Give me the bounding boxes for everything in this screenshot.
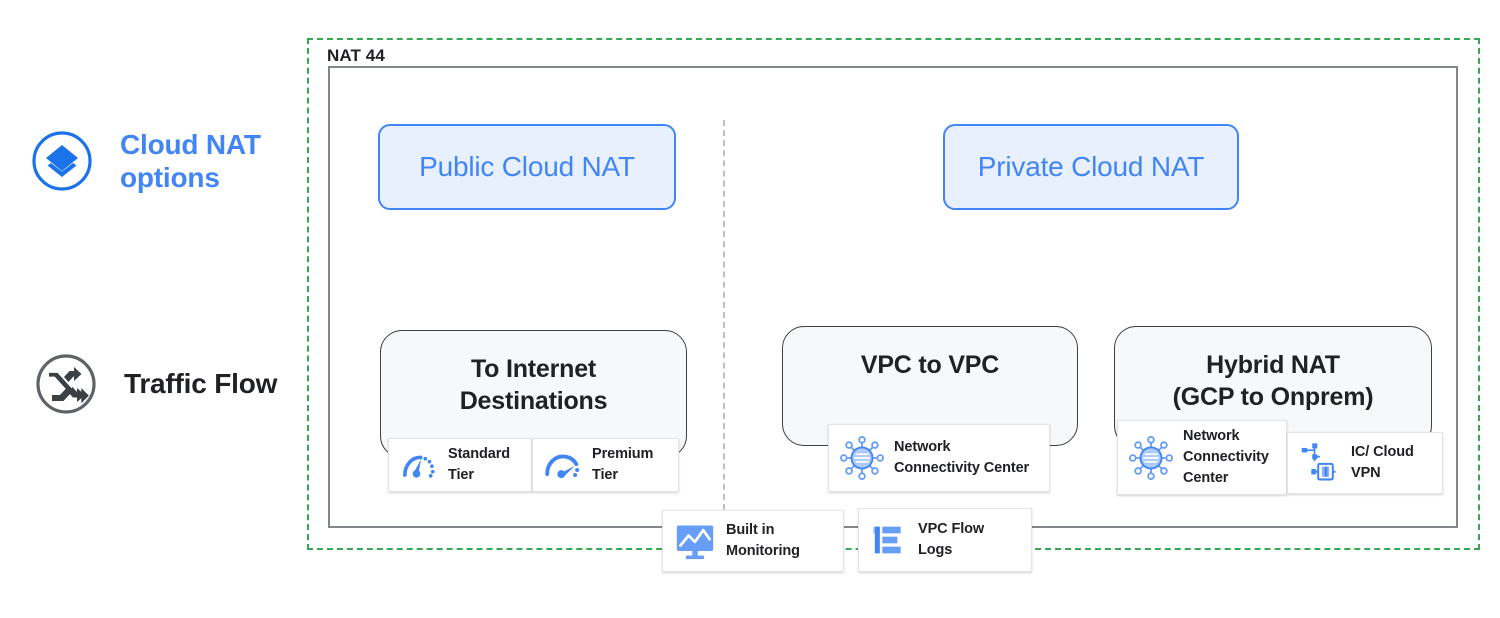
network-connectivity-center-icon [1129, 435, 1173, 480]
network-connectivity-center-icon [840, 436, 884, 480]
nat-44-label: NAT 44 [327, 46, 385, 65]
feature-chip-ic-cloud-vpn[interactable]: IC/ Cloud VPN [1287, 432, 1443, 494]
shuffle-arrows-icon [36, 354, 96, 414]
flow-card-title-to-internet: To Internet Destinations [459, 355, 608, 415]
nat-option-label-public: Public Cloud NAT [419, 151, 635, 182]
feature-chip-built-in-monitoring[interactable]: Built in Monitoring [662, 510, 844, 572]
feature-chip-premium-tier[interactable]: Premium Tier [532, 438, 679, 492]
nat-option-private-cloud-nat[interactable]: Private Cloud NAT [943, 124, 1239, 210]
legend-item-cloud-nat-options: Cloud NAT options [30, 128, 261, 194]
nat-option-label-private: Private Cloud NAT [977, 151, 1205, 182]
nat-option-public-cloud-nat[interactable]: Public Cloud NAT [378, 124, 676, 210]
legend-item-traffic-flow: Traffic Flow [34, 352, 277, 416]
feature-label-vpc-flow-logs: VPC Flow Logs [918, 520, 985, 558]
legend-label-traffic-flow: Traffic Flow [124, 368, 278, 400]
gauge-dotted-icon [403, 455, 435, 478]
feature-label-network-connectivity-center-hybrid: Network Connectivity Center [1183, 427, 1269, 486]
feature-label-ic-cloud-vpn: IC/ Cloud VPN [1351, 443, 1414, 481]
feature-chip-network-connectivity-center-vpc[interactable]: Network Connectivity Center [828, 424, 1050, 492]
flow-card-title-vpc-to-vpc: VPC to VPC [860, 351, 1000, 379]
flow-card-to-internet-destinations[interactable]: To Internet Destinations [380, 330, 687, 458]
legend-label-cloud-nat-options: Cloud NAT options [120, 129, 261, 194]
feature-label-network-connectivity-center-vpc: Network Connectivity Center [894, 438, 1030, 476]
flow-card-title-hybrid-nat: Hybrid NAT (GCP to Onprem) [1172, 351, 1374, 411]
gauge-solid-icon [545, 454, 580, 479]
feature-chip-standard-tier[interactable]: Standard Tier [388, 438, 532, 492]
monitoring-chart-icon [676, 525, 714, 560]
feature-chip-network-connectivity-center-hybrid[interactable]: Network Connectivity Center [1117, 420, 1287, 495]
flow-logs-bars-icon [873, 526, 901, 554]
feature-label-standard-tier: Standard Tier [448, 445, 511, 483]
layers-diamond-icon [32, 131, 92, 191]
interconnect-vpn-icon [1301, 443, 1336, 481]
feature-label-built-in-monitoring: Built in Monitoring [726, 521, 800, 559]
feature-label-premium-tier: Premium Tier [592, 445, 654, 483]
public-private-divider [723, 120, 725, 520]
feature-chip-vpc-flow-logs[interactable]: VPC Flow Logs [858, 508, 1032, 572]
